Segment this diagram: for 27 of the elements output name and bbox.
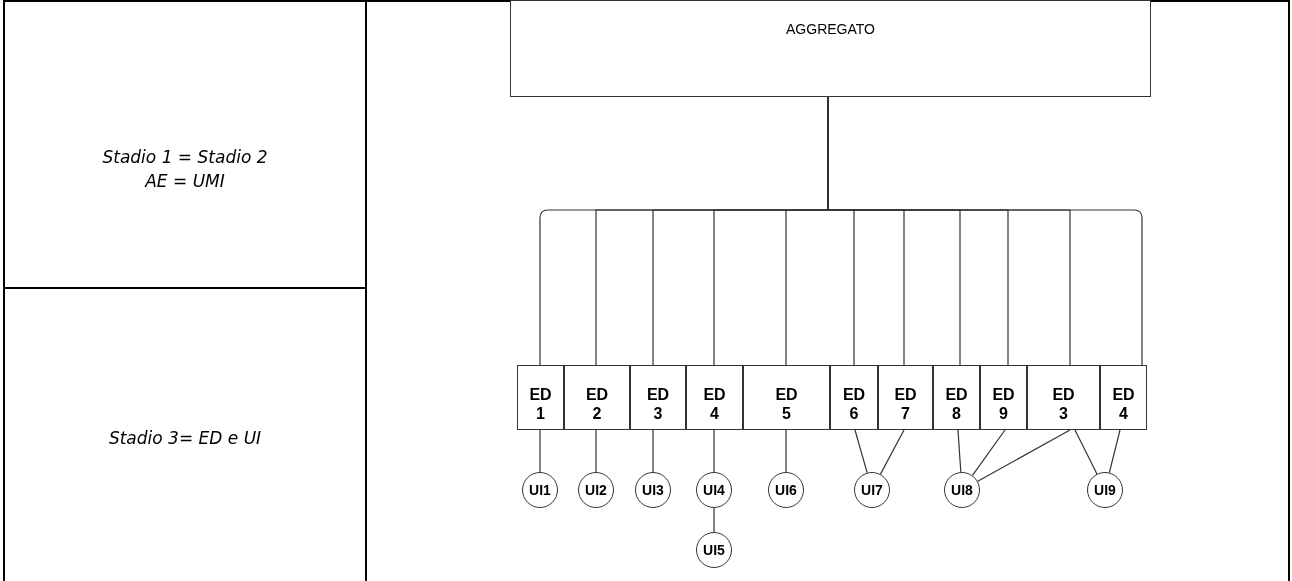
- connector-line: [1108, 429, 1121, 474]
- ed-box: ED 7: [878, 365, 933, 430]
- ed-box: ED 1: [517, 365, 564, 430]
- ed-box: ED 3: [630, 365, 686, 430]
- stage-note: Stadio 1 = Stadio 2: [102, 146, 268, 169]
- stage-note: Stadio 3= ED e UI: [108, 427, 262, 450]
- ed-box: ED 3: [1027, 365, 1100, 430]
- ed-box: ED 2: [564, 365, 630, 430]
- ed-box: ED 6: [830, 365, 878, 430]
- ed-box: ED 5: [743, 365, 830, 430]
- connector-line: [977, 429, 1071, 482]
- connector-line: [879, 429, 905, 475]
- ed-box: ED 9: [980, 365, 1027, 430]
- connector-line: [652, 429, 654, 473]
- connector-line: [713, 507, 715, 533]
- ed-box: ED 4: [686, 365, 743, 430]
- stage-note: AE = UMI: [145, 170, 225, 193]
- connector-line: [595, 429, 597, 473]
- connector-line: [957, 429, 962, 473]
- connector-line: [785, 429, 787, 473]
- connector-line: [539, 429, 541, 473]
- connector-line: [713, 429, 715, 473]
- aggregate-box: AGGREGATO: [510, 0, 1151, 97]
- connector-line: [971, 429, 1006, 476]
- ed-box: ED 8: [933, 365, 980, 430]
- connector-line: [854, 429, 868, 474]
- ed-box: ED 4: [1100, 365, 1147, 430]
